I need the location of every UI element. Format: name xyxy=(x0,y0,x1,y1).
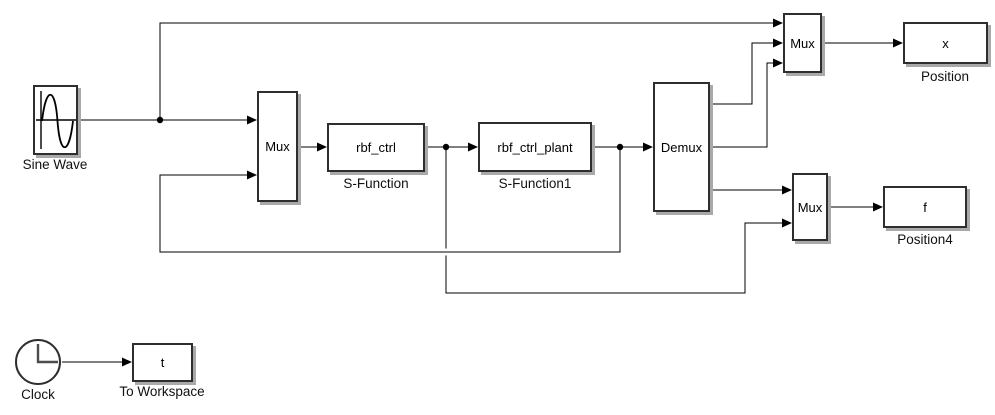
wire-sine-branch-to-mux-top[interactable] xyxy=(159,22,780,120)
arrowhead-icon xyxy=(468,142,478,152)
position4-label: f xyxy=(923,199,927,215)
s-function-caption: S-Function xyxy=(343,176,409,191)
arrowhead-icon xyxy=(773,58,783,68)
mux1-label: Mux xyxy=(265,139,290,154)
s-function-label: rbf_ctrl xyxy=(356,140,396,155)
arrowhead-icon xyxy=(873,202,883,212)
wire-demux2-to-mux-top[interactable] xyxy=(710,62,780,148)
s-function1-label: rbf_ctrl_plant xyxy=(497,139,573,155)
sine-wave-icon xyxy=(36,91,76,149)
arrowhead-icon xyxy=(893,38,903,48)
demux-block[interactable]: Demux xyxy=(653,82,710,212)
wire-demux1-to-mux-top[interactable] xyxy=(710,42,780,105)
position4-block[interactable]: f xyxy=(883,186,967,228)
arrowhead-icon xyxy=(247,170,257,180)
clock-caption: Clock xyxy=(21,387,55,402)
mux-bottom-block[interactable]: Mux xyxy=(792,173,828,241)
arrowhead-icon xyxy=(773,18,783,28)
arrowhead-icon xyxy=(773,38,783,48)
mux-top-block[interactable]: Mux xyxy=(783,13,822,73)
arrowhead-icon xyxy=(122,357,132,367)
wire-plant-feedback-to-mux1[interactable] xyxy=(159,147,621,253)
sine-wave-caption: Sine Wave xyxy=(22,157,88,172)
to-workspace-caption: To Workspace xyxy=(119,384,205,399)
s-function1-block[interactable]: rbf_ctrl_plant xyxy=(478,122,592,172)
arrowhead-icon xyxy=(247,115,257,125)
mux-top-label: Mux xyxy=(790,35,815,51)
mux1-block[interactable]: Mux xyxy=(257,91,298,202)
position4-caption: Position4 xyxy=(897,232,953,247)
sine-wave-block[interactable] xyxy=(33,85,78,155)
clock-icon xyxy=(15,339,61,385)
branch-dot xyxy=(616,143,624,151)
to-workspace-label: t xyxy=(160,355,165,370)
arrowhead-icon xyxy=(782,185,792,195)
branch-dot xyxy=(442,143,450,151)
position-label: x xyxy=(942,35,949,51)
clock-block[interactable] xyxy=(14,338,62,386)
arrowhead-icon xyxy=(317,142,327,152)
branch-dot xyxy=(156,116,164,124)
s-function-block[interactable]: rbf_ctrl xyxy=(327,123,425,172)
position-caption: Position xyxy=(920,69,970,84)
arrowhead-icon xyxy=(643,142,653,152)
to-workspace-block[interactable]: t xyxy=(132,343,193,382)
demux-label: Demux xyxy=(660,139,703,155)
mux-bottom-label: Mux xyxy=(797,199,823,215)
position-block[interactable]: x xyxy=(903,22,988,64)
wire-sfunction-branch-to-mux-bottom[interactable] xyxy=(445,147,789,294)
arrowhead-icon xyxy=(782,218,792,228)
s-function1-caption: S-Function1 xyxy=(498,176,572,191)
